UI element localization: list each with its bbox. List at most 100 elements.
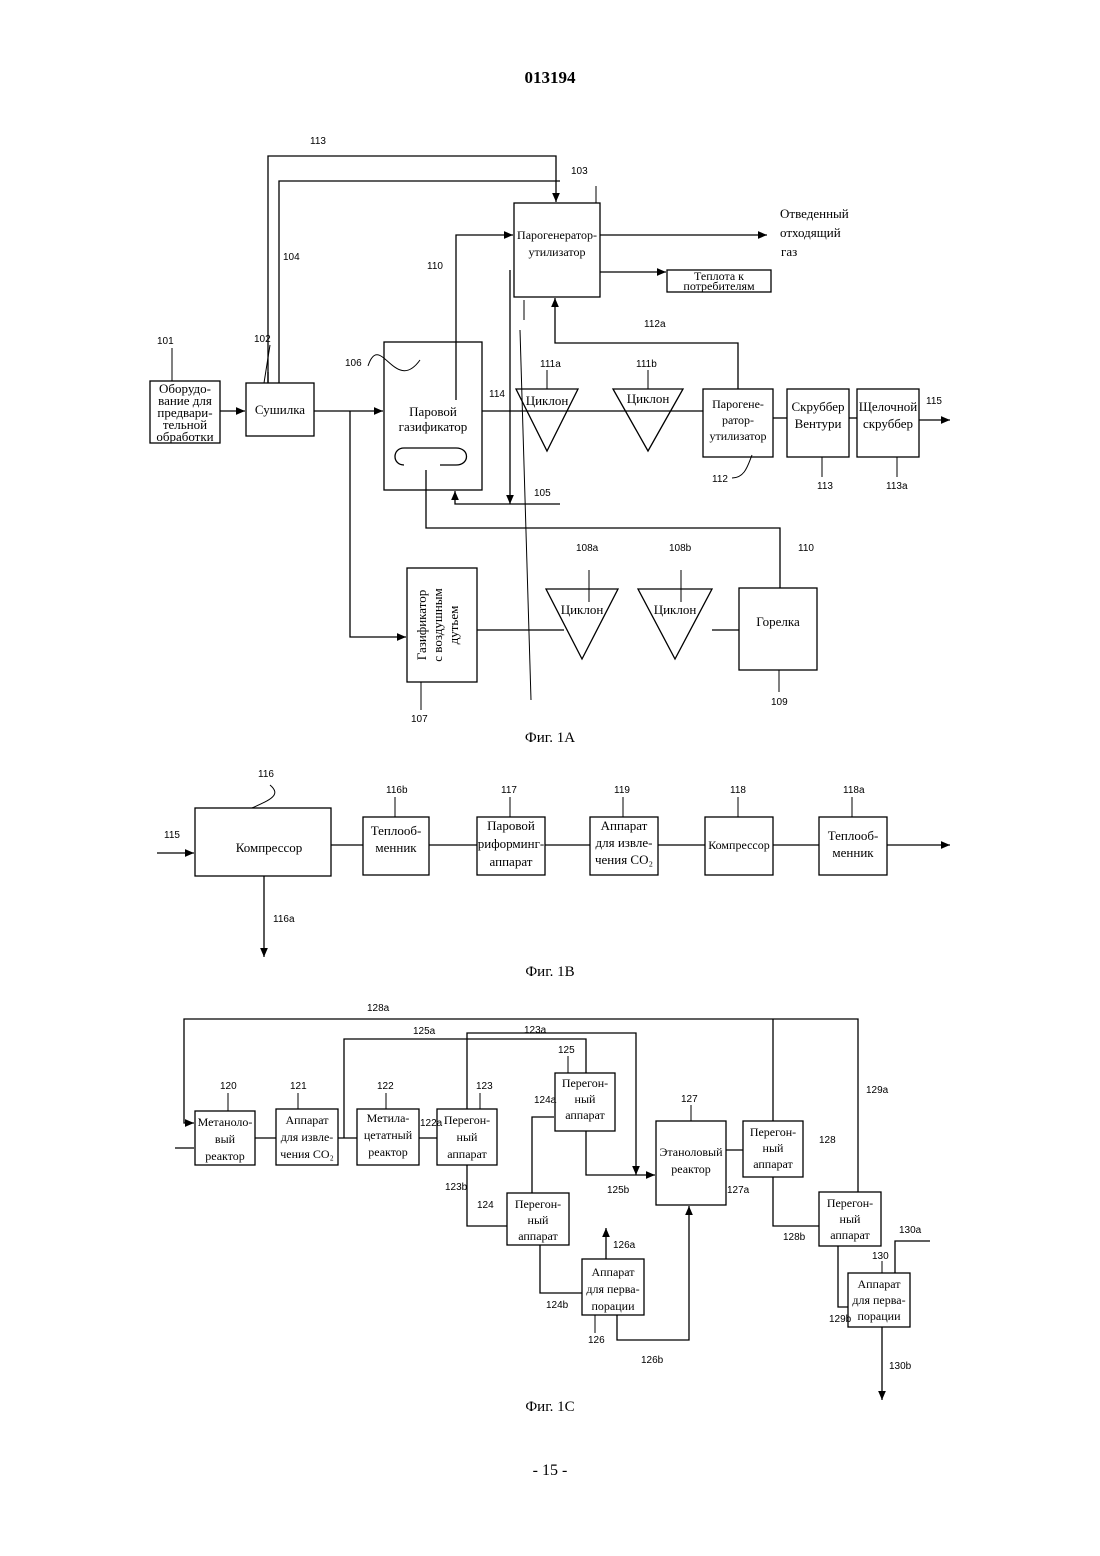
air-gasifier-line-1: Газификатор	[414, 590, 429, 661]
flow-112a	[555, 298, 738, 389]
cyclone-108b-label: Циклон	[654, 602, 697, 617]
ref-101: 101	[157, 336, 174, 347]
ref-110-right: 110	[798, 543, 814, 554]
ethanol-line-2: реактор	[671, 1162, 711, 1176]
ref-108a: 108a	[576, 543, 599, 554]
ref-128: 128	[819, 1135, 836, 1146]
methanol-line-1: Метаноло-	[198, 1115, 253, 1129]
hrsg-112-line-2: ратор-	[722, 413, 754, 427]
distill-128-line-1: Перегон-	[750, 1125, 796, 1139]
ref-130a: 130a	[899, 1225, 922, 1236]
ref-120: 120	[220, 1081, 237, 1092]
distill-128-line-2: ный	[763, 1141, 784, 1155]
ref-125b: 125b	[607, 1185, 630, 1196]
flow-124a	[532, 1117, 554, 1193]
ref-126b: 126b	[641, 1355, 664, 1366]
ref-116a: 116a	[273, 914, 295, 925]
ethanol-line-1: Этаноловый	[659, 1145, 723, 1159]
ref-112: 112	[712, 474, 728, 485]
exhaust-line-2: отходящий	[780, 225, 841, 240]
ref-123: 123	[476, 1081, 493, 1092]
fig1b-caption: Фиг. 1В	[525, 964, 574, 980]
ref-124: 124	[477, 1200, 494, 1211]
air-gasifier-line-3: дутьем	[446, 606, 461, 645]
ref-122a: 122a	[420, 1118, 443, 1129]
hx-118a-line-1: Теплооб-	[828, 828, 879, 843]
flow-125b	[586, 1131, 655, 1175]
methylacetate-line-3: реактор	[368, 1145, 408, 1159]
ref-105: 105	[534, 488, 551, 499]
distill-123-line-2: ный	[457, 1130, 478, 1144]
methanol-line-3: реактор	[205, 1149, 245, 1163]
hx-116b-line-2: менник	[375, 840, 417, 855]
ref-117: 117	[501, 785, 517, 796]
distill-129-line-2: ный	[840, 1212, 861, 1226]
methylacetate-line-1: Метила-	[367, 1111, 410, 1125]
reformer-line-2: риформинг-	[478, 836, 545, 851]
ref-118: 118	[730, 785, 746, 796]
distill-124-line-3: аппарат	[518, 1229, 558, 1243]
ref-129b: 129b	[829, 1314, 852, 1325]
ref-125a: 125a	[413, 1026, 436, 1037]
ref-116b: 116b	[386, 785, 408, 796]
cyclone-108b	[638, 589, 712, 659]
flow-123b	[467, 1165, 507, 1226]
perv-126-line-1: Аппарат	[591, 1265, 635, 1279]
figure-1c: Метаноло- вый реактор Аппарат для извле-…	[175, 1003, 930, 1415]
ref-128b: 128b	[783, 1232, 806, 1243]
perv-130-line-2: для перва-	[852, 1293, 905, 1307]
air-gasifier-line-2: с воздушным	[430, 588, 445, 662]
distill-128-line-3: аппарат	[753, 1157, 793, 1171]
perv-126-line-3: порации	[591, 1299, 635, 1313]
ref-111b: 111b	[636, 359, 657, 370]
distill-129-line-1: Перегон-	[827, 1196, 873, 1210]
ref-126: 126	[588, 1335, 605, 1346]
methylacetate-line-2: цетатный	[364, 1128, 413, 1142]
steam-gasifier-line-1: Паровой	[409, 404, 457, 419]
ref-109: 109	[771, 697, 788, 708]
distill-124-line-2: ный	[528, 1213, 549, 1227]
ref-113: 113	[817, 481, 833, 492]
ref-127a: 127a	[727, 1185, 750, 1196]
venturi-line-2: Вентури	[795, 416, 842, 431]
cyclone-108a	[546, 589, 618, 659]
ref-125: 125	[558, 1045, 575, 1056]
flow-128b	[773, 1177, 819, 1226]
pretreatment-label: Оборудо- вание для предвари- тельной обр…	[156, 381, 213, 444]
dryer-label: Сушилка	[255, 402, 305, 417]
ref-114: 114	[489, 389, 505, 400]
figure-1a: Оборудо- вание для предвари- тельной обр…	[150, 136, 950, 746]
hrsg-top-line-2: утилизатор	[529, 245, 586, 259]
distill-125-line-3: аппарат	[565, 1108, 605, 1122]
ref-129a: 129a	[866, 1085, 889, 1096]
ref-102: 102	[254, 334, 271, 345]
reformer-line-3: аппарат	[490, 854, 533, 869]
flow-124b	[540, 1245, 582, 1293]
co2-121-line-2: для извле-	[281, 1130, 334, 1144]
ref-115-b: 115	[164, 830, 180, 841]
ref-123b: 123b	[445, 1182, 468, 1193]
hx-118a-line-2: менник	[832, 845, 874, 860]
ref-124a: 124a	[534, 1095, 557, 1106]
perv-130-line-3: порации	[857, 1309, 901, 1323]
exhaust-line-1: Отведенный	[780, 206, 849, 221]
ref-111a: 111a	[540, 359, 561, 370]
compressor-118-label: Компрессор	[708, 838, 769, 852]
hrsg-112-line-3: утилизатор	[710, 429, 767, 443]
ref-127: 127	[681, 1094, 698, 1105]
ref-113a: 113a	[886, 481, 908, 492]
ref-130: 130	[872, 1251, 889, 1262]
heat-consumers-line-2: потребителям	[683, 279, 755, 293]
co2-121-line-1: Аппарат	[285, 1113, 329, 1127]
hrsg-top-line-1: Парогенератор-	[517, 228, 597, 242]
venturi-line-1: Скруббер	[792, 399, 845, 414]
cyclone-111b-label: Циклон	[627, 391, 670, 406]
ref-119: 119	[614, 785, 630, 796]
distill-124-line-1: Перегон-	[515, 1197, 561, 1211]
reformer-line-1: Паровой	[487, 818, 535, 833]
ref-110-top: 110	[427, 261, 443, 272]
flow-105	[455, 491, 510, 504]
ref-118a: 118a	[843, 785, 865, 796]
distill-125-line-1: Перегон-	[562, 1076, 608, 1090]
